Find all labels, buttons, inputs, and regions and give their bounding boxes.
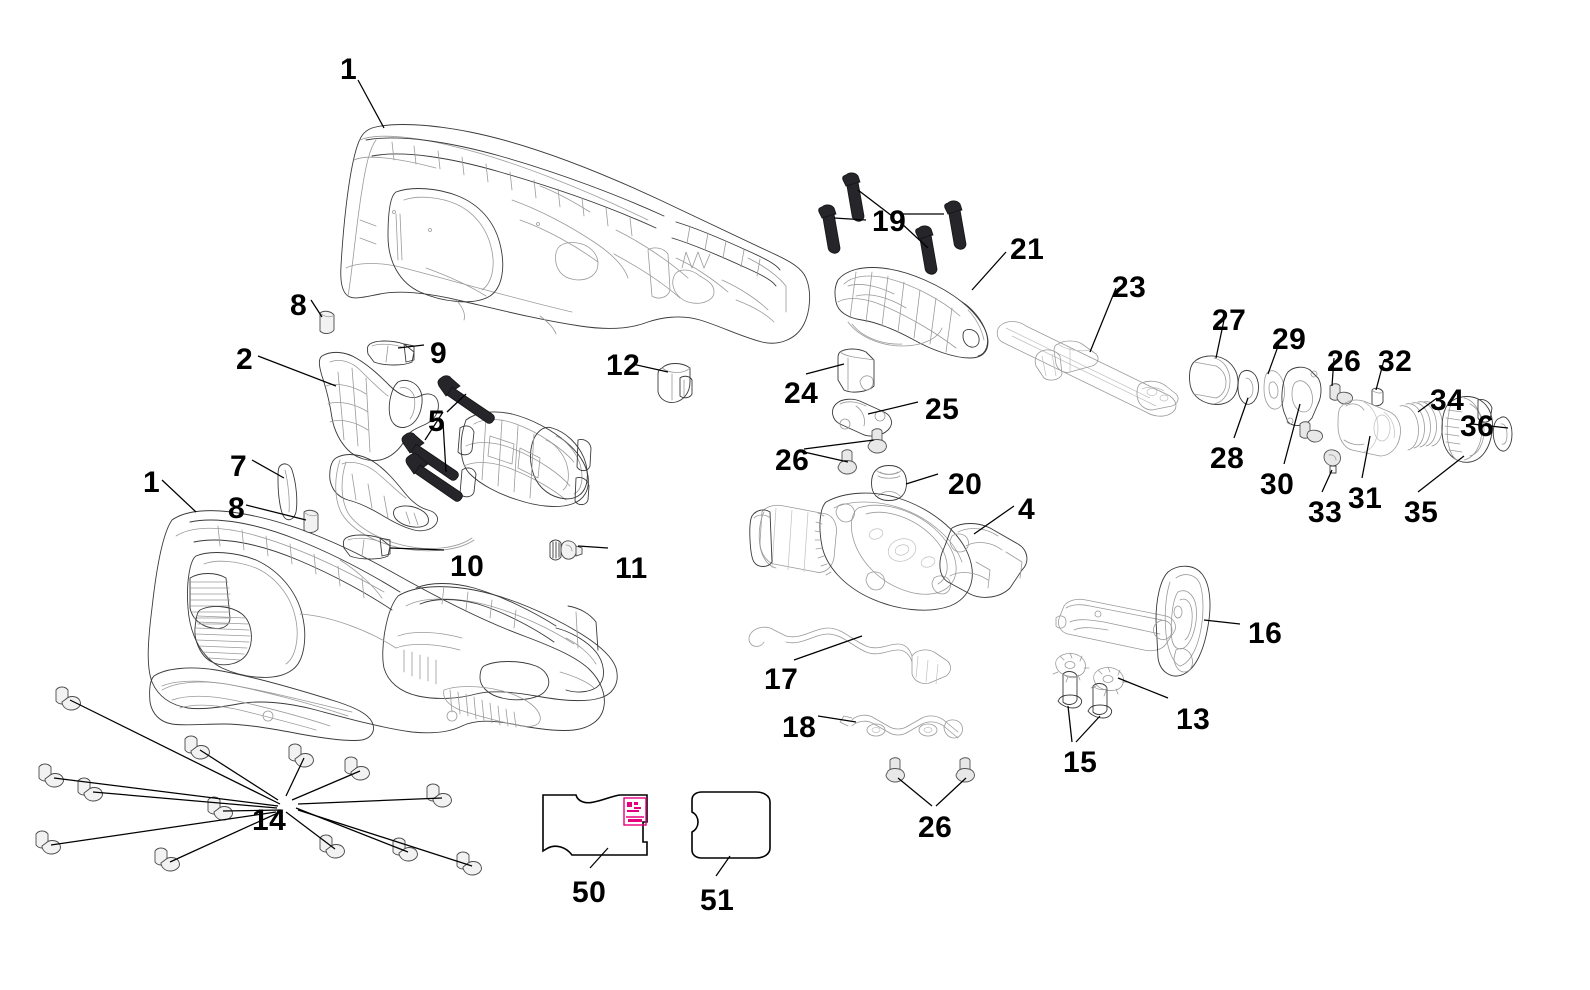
part-gearbox-assembly — [749, 492, 1028, 611]
callout-51: 51 — [700, 884, 735, 917]
callout-28: 28 — [1210, 442, 1245, 475]
callout-16: 16 — [1248, 617, 1283, 650]
part-shoe-assembly-16 — [1055, 565, 1211, 677]
part-plunger-shaft — [996, 321, 1179, 417]
part-washer-29 — [1263, 370, 1285, 410]
part-warning-label-50 — [542, 794, 648, 856]
part-bushing-upper — [319, 310, 335, 334]
callout-7: 7 — [230, 450, 248, 483]
part-set-screw-33 — [1323, 449, 1341, 474]
callout-24: 24 — [784, 377, 819, 410]
part-switch-trigger-assembly — [318, 351, 475, 552]
part-lock-washer-13-a — [1052, 652, 1090, 683]
callout-26-right: 26 — [1327, 345, 1362, 378]
callout-34: 34 — [1430, 384, 1465, 417]
part-screw-26-centre-b — [837, 449, 857, 475]
callout-13: 13 — [1176, 703, 1211, 736]
part-counterweight-block-24 — [837, 348, 875, 393]
callout-2: 2 — [236, 343, 254, 376]
callout-26-bottom: 26 — [918, 811, 953, 844]
part-retainer-clip-9 — [366, 340, 415, 366]
part-oring-28 — [1237, 370, 1259, 405]
callout-19: 19 — [872, 205, 907, 238]
callout-14: 14 — [252, 804, 287, 837]
callout-17: 17 — [764, 663, 799, 696]
callout-1-upper: 1 — [340, 53, 358, 86]
leader-lines — [50, 79, 1509, 877]
part-sleeve-27 — [1189, 355, 1239, 405]
part-screw-26-bottom-a — [885, 757, 905, 783]
part-shoe-screw-15-b — [1087, 683, 1113, 719]
part-clamp-body-31 — [1337, 399, 1401, 457]
callout-5: 5 — [428, 405, 446, 438]
part-mounting-plate-30 — [1281, 366, 1322, 426]
callout-1-lower: 1 — [143, 466, 161, 499]
part-screw-26-bottom-b — [955, 757, 975, 783]
part-lower-housing-shell — [147, 510, 618, 741]
part-gearcase-cover — [834, 267, 989, 359]
part-pin-32 — [1371, 387, 1384, 407]
part-screw-26-right-b — [1299, 421, 1323, 443]
callout-9: 9 — [430, 337, 448, 370]
part-terminal-bracket — [657, 363, 693, 403]
part-lock-washer-13-b — [1090, 666, 1128, 697]
part-housing-screws-14 — [35, 686, 482, 876]
part-blade-clamp-collar-35 — [1441, 396, 1493, 463]
callout-15: 15 — [1063, 746, 1098, 779]
part-retaining-ring-36 — [1492, 416, 1513, 452]
part-bushing-lower — [303, 509, 319, 533]
part-retainer-clip-10 — [342, 534, 391, 560]
part-pivot-link-25 — [832, 398, 892, 437]
callout-26-centre: 26 — [775, 444, 810, 477]
part-screw-26-centre-a — [867, 428, 887, 454]
callout-10: 10 — [450, 550, 485, 583]
part-upper-housing-shell — [340, 124, 811, 344]
callout-8-upper: 8 — [290, 289, 308, 322]
part-spring-clip — [277, 463, 298, 521]
part-screw-washer-11 — [549, 539, 583, 561]
callout-50: 50 — [572, 876, 607, 909]
callout-8-lower: 8 — [228, 492, 246, 525]
callout-31: 31 — [1348, 482, 1383, 515]
callout-23: 23 — [1112, 271, 1147, 304]
callout-12: 12 — [606, 349, 641, 382]
callout-30: 30 — [1260, 468, 1295, 501]
part-blank-label-51 — [691, 791, 771, 859]
part-brush-terminal-harness-18 — [839, 714, 963, 739]
callout-21: 21 — [1010, 233, 1045, 266]
callout-25: 25 — [925, 393, 960, 426]
callout-32: 32 — [1378, 345, 1413, 378]
part-motor-assembly — [457, 411, 592, 507]
part-wire-harness-17 — [748, 626, 951, 685]
callout-35: 35 — [1404, 496, 1439, 529]
callout-11: 11 — [615, 552, 648, 585]
part-roller-bearing-20 — [871, 465, 907, 501]
callout-27: 27 — [1212, 304, 1247, 337]
callout-20: 20 — [948, 468, 983, 501]
callout-18: 18 — [782, 711, 817, 744]
callout-29: 29 — [1272, 323, 1307, 356]
part-shoe-screw-15-a — [1057, 671, 1083, 709]
callout-33: 33 — [1308, 496, 1343, 529]
callout-4: 4 — [1018, 493, 1036, 526]
callout-36: 36 — [1460, 410, 1495, 443]
